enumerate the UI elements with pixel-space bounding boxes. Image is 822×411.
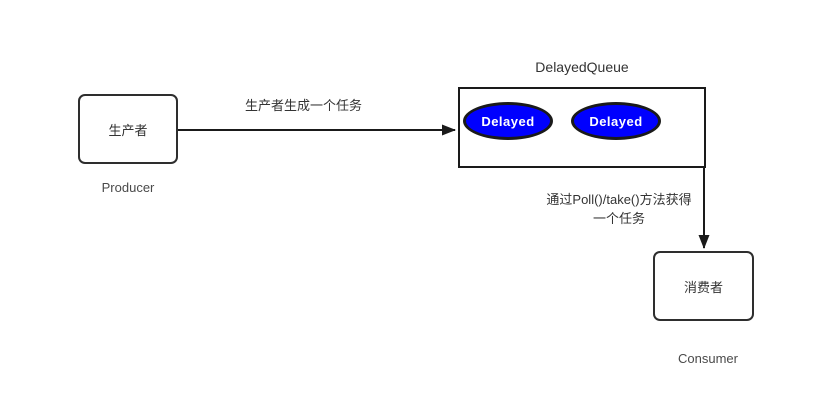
queue-title: DelayedQueue (535, 59, 629, 75)
delayed-task-2-label: Delayed (589, 113, 643, 129)
producer-caption: Producer (101, 180, 155, 195)
delayed-task-2: Delayed (571, 102, 661, 140)
delayed-task-1: Delayed (463, 102, 553, 140)
consumer-node-label: 消费者 (683, 279, 723, 295)
consumer-caption: Consumer (678, 351, 738, 366)
consume-edge-label: 通过Poll()/take()方法获得 一个任务 (533, 190, 705, 228)
delayed-task-1-label: Delayed (481, 113, 535, 129)
consumer-node: 消费者 (653, 251, 754, 321)
consume-edge-label-line2: 一个任务 (592, 211, 645, 226)
producer-node: 生产者 (78, 94, 178, 164)
consume-edge-label-line1: 通过Poll()/take()方法获得 (546, 192, 692, 207)
produce-edge-label: 生产者生成一个任务 (245, 98, 363, 113)
producer-node-label: 生产者 (108, 122, 148, 138)
